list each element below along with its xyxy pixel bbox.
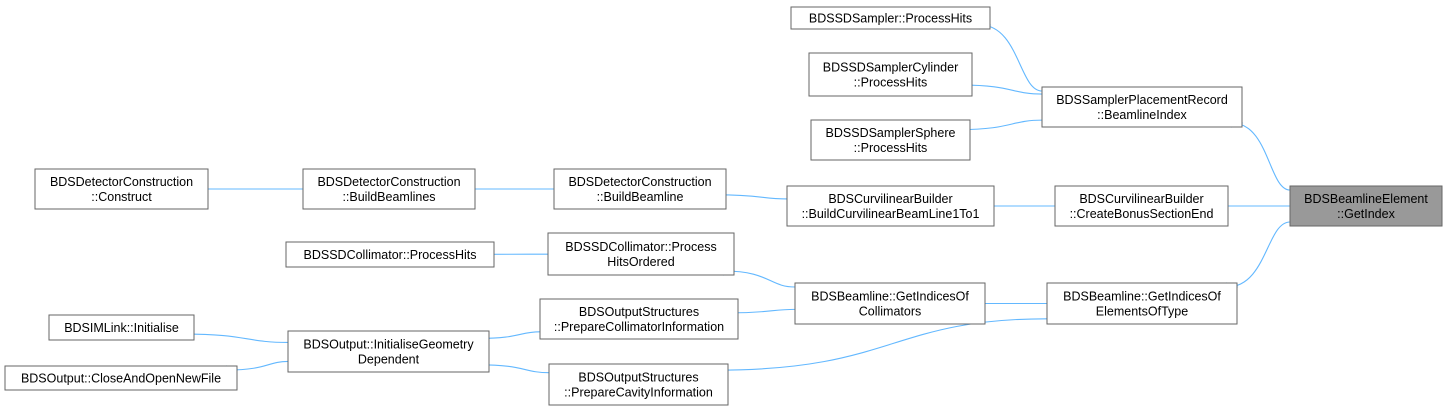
node-label-line: BDSSDSamplerCylinder (823, 61, 958, 75)
node-box (790, 6, 991, 30)
node-placement-beamlineindex[interactable]: BDSSamplerPlacementRecord::BeamlineIndex (1041, 86, 1243, 128)
node-curvi-buildcurvilinear[interactable]: BDSCurvilinearBuilder::BuildCurvilinearB… (786, 185, 995, 227)
node-box (794, 282, 986, 325)
node-box (553, 168, 727, 210)
node-label-line: BDSOutputStructures (578, 371, 698, 385)
node-label-line: ::ProcessHits (854, 76, 928, 90)
node-box (1054, 185, 1229, 227)
node-label-line: ::BuildCurvilinearBeamLine1To1 (802, 207, 980, 221)
edge-detector-buildbeamline-to-detector-buildbeamlines (464, 184, 555, 194)
edge-beamline-indicescollimators-to-collimator-processhitsordered (723, 266, 796, 288)
node-sampler-processhits[interactable]: BDSSDSampler::ProcessHits (790, 6, 991, 30)
edge-detector-buildbeamlines-to-detector-construct (197, 184, 304, 194)
node-label-line: Collimators (859, 305, 922, 319)
node-label-line: BDSDetectorConstruction (317, 175, 460, 189)
node-box (48, 314, 195, 341)
node-label-line: BDSCurvilinearBuilder (1079, 192, 1203, 206)
node-box (1041, 86, 1243, 128)
node-label-line: BDSOutput::CloseAndOpenNewFile (21, 372, 221, 386)
node-box (4, 365, 238, 391)
node-structs-collimatorinfo[interactable]: BDSOutputStructures::PrepareCollimatorIn… (539, 298, 739, 340)
node-label-line: BDSBeamline::GetIndicesOf (811, 290, 969, 304)
node-imlink-initialise[interactable]: BDSIMLink::Initialise (48, 314, 195, 341)
node-label-line: BDSSDCollimator::ProcessHits (304, 248, 477, 262)
edge-beamlineelement-getindex-to-beamline-indicestype (1226, 221, 1291, 292)
node-collimator-processhits[interactable]: BDSSDCollimator::ProcessHits (285, 241, 495, 268)
node-box (1046, 282, 1238, 325)
node-box (287, 330, 490, 373)
edge-placement-beamlineindex-to-sampler-processhits (979, 20, 1043, 92)
node-box (547, 232, 735, 276)
node-label-line: ::Construct (91, 190, 152, 204)
node-label-line: HitsOrdered (607, 255, 674, 269)
node-box (1289, 185, 1443, 227)
node-detector-buildbeamlines[interactable]: BDSDetectorConstruction::BuildBeamlines (302, 168, 476, 210)
node-label-line: BDSSamplerPlacementRecord (1056, 93, 1228, 107)
node-detector-construct[interactable]: BDSDetectorConstruction::Construct (34, 168, 209, 210)
node-label-line: BDSSDSampler::ProcessHits (809, 12, 972, 26)
node-label-line: BDSDetectorConstruction (568, 175, 711, 189)
node-label-line: ::BuildBeamline (597, 190, 684, 204)
node-label-line: ::GetIndex (1337, 207, 1395, 221)
node-box (810, 119, 971, 161)
node-curvi-createbonus[interactable]: BDSCurvilinearBuilder::CreateBonusSectio… (1054, 185, 1229, 227)
node-label-line: ::ProcessHits (854, 141, 928, 155)
node-box (302, 168, 476, 210)
node-label-line: ::CreateBonusSectionEnd (1070, 207, 1214, 221)
node-samplercyl-processhits[interactable]: BDSSDSamplerCylinder::ProcessHits (808, 52, 973, 97)
edge-beamlineelement-getindex-to-curvi-createbonus (1217, 201, 1290, 211)
edge-beamlineelement-getindex-to-placement-beamlineindex (1231, 118, 1291, 191)
node-box (539, 298, 739, 340)
node-label-line: BDSCurvilinearBuilder (828, 192, 952, 206)
node-samplersphere-processhits[interactable]: BDSSDSamplerSphere::ProcessHits (810, 119, 971, 161)
nodes: BDSSDSampler::ProcessHitsBDSSDSamplerCyl… (4, 6, 1443, 406)
node-label-line: BDSSDCollimator::Process (565, 240, 716, 254)
node-label-line: ElementsOfType (1096, 305, 1188, 319)
node-beamlineelement-getindex[interactable]: BDSBeamlineElement::GetIndex (1289, 185, 1443, 227)
node-structs-cavityinfo[interactable]: BDSOutputStructures::PrepareCavityInform… (548, 363, 729, 406)
node-label-line: Dependent (358, 353, 420, 367)
node-label-line: ::BeamlineIndex (1097, 108, 1187, 122)
node-box (786, 185, 995, 227)
node-label-line: ::PrepareCollimatorInformation (554, 320, 724, 334)
node-box (548, 363, 729, 406)
node-box (808, 52, 973, 97)
node-label-line: BDSDetectorConstruction (50, 175, 193, 189)
node-label-line: BDSSDSamplerSphere (826, 126, 956, 140)
node-label-line: ::BuildBeamlines (342, 190, 435, 204)
node-label-line: BDSBeamlineElement (1304, 192, 1428, 206)
edge-beamline-indicestype-to-structs-cavityinfo (717, 318, 1048, 375)
edge-output-initgeom-to-imlink-initialise (183, 329, 289, 344)
node-label-line: ::PrepareCavityInformation (564, 386, 713, 400)
edge-beamline-indicestype-to-beamline-indicescollimators (974, 298, 1048, 309)
node-output-closeopen[interactable]: BDSOutput::CloseAndOpenNewFile (4, 365, 238, 391)
node-label-line: BDSOutput::InitialiseGeometry (303, 338, 474, 352)
node-box (34, 168, 209, 210)
node-label-line: BDSOutputStructures (579, 305, 699, 319)
node-box (285, 241, 495, 268)
node-label-line: BDSIMLink::Initialise (64, 321, 179, 335)
edge-curvi-buildcurvilinear-to-detector-buildbeamline (715, 190, 788, 200)
node-label-line: BDSBeamline::GetIndicesOf (1063, 290, 1221, 304)
edge-placement-beamlineindex-to-samplersphere-processhits (959, 119, 1043, 135)
node-detector-buildbeamline[interactable]: BDSDetectorConstruction::BuildBeamline (553, 168, 727, 210)
edge-curvi-createbonus-to-curvi-buildcurvilinear (983, 201, 1055, 211)
